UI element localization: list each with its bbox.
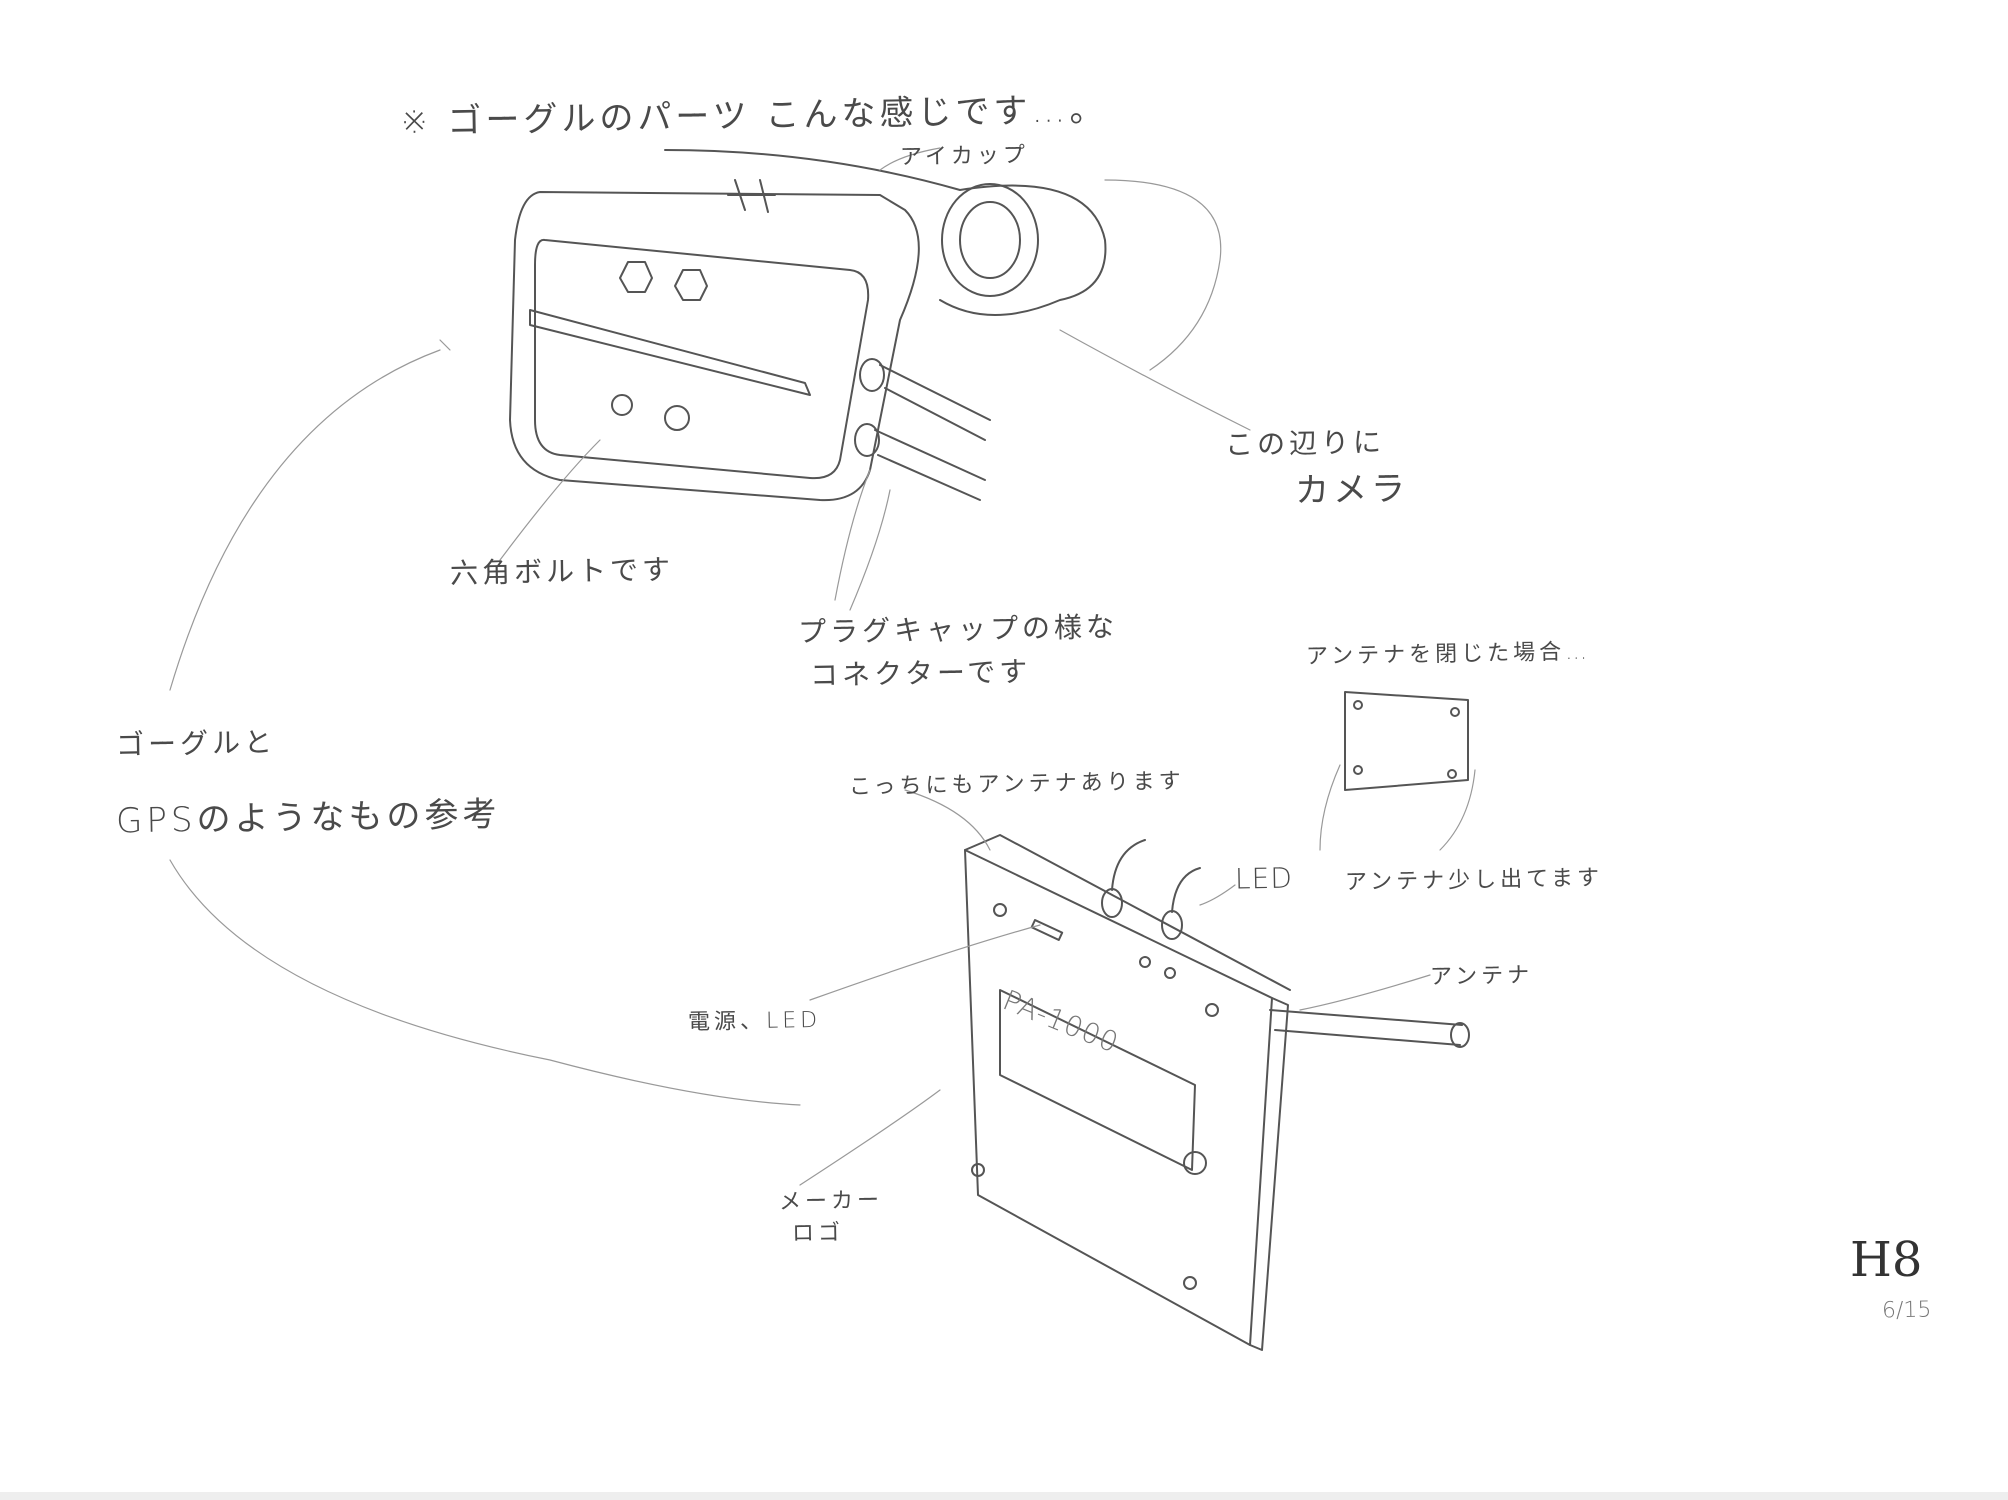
scan-edge [0,1492,2008,1500]
antenna-label: アンテナ [1429,963,1534,990]
sheet-id: H8 [1850,1232,1923,1288]
reference-curve [169,349,801,1106]
antenna-slightly-out-label: アンテナ少し出てます [1344,865,1604,896]
eyecup-label: アイカップ [899,142,1030,171]
camera-label-line2: カメラ [1294,469,1410,511]
connector-label-line2: コネクターです [809,655,1032,692]
maker-logo-label-line1: メーカー [778,1188,884,1215]
reference-line2: GPSのようなもの参考 [115,794,501,842]
camera-label-line1: この辺りに [1224,425,1386,462]
maker-logo-label-line2: ロゴ [791,1220,845,1247]
sheet-date: 6/15 [1881,1297,1932,1324]
hex-bolt-icon [674,269,708,301]
device-open-sketch [799,789,1470,1351]
hex-bolt-icon [619,261,653,293]
device-closed-sketch [1319,691,1476,851]
goggle-sketch [499,147,1251,611]
hex-bolt-label: 六角ボルトです [449,553,675,590]
reference-line1: ゴーグルと [115,725,277,762]
other-antenna-label: こっちにもアンテナあります [848,769,1185,800]
closed-antenna-label: アンテナを閉じた場合… [1305,639,1592,670]
connector-label-line1: プラグキャップの様な [797,610,1119,649]
led-label: LED [1234,861,1294,896]
power-led-label: 電源、LED [687,1007,822,1036]
